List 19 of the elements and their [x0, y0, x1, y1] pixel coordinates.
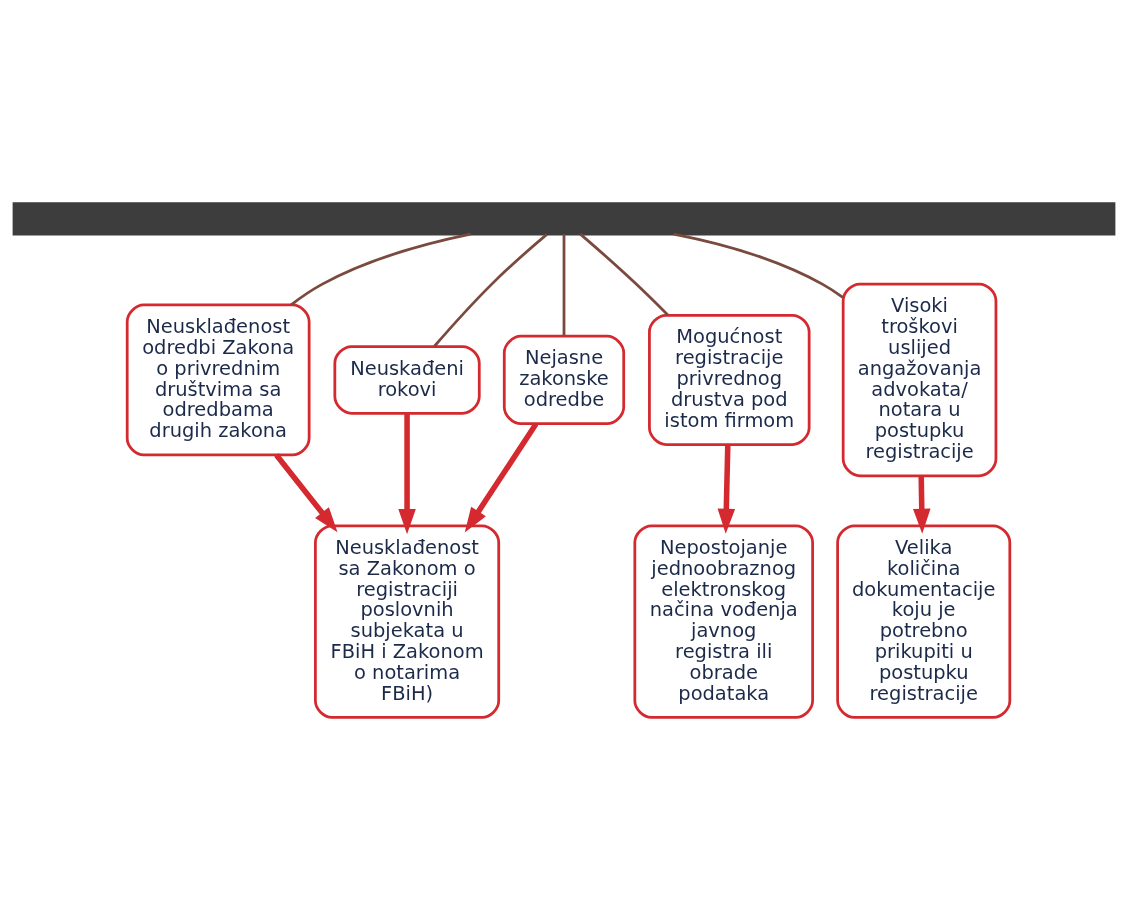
connector — [433, 233, 548, 348]
connector — [562, 234, 566, 336]
node-box: Neusklađenost odredbi Zakona o privrednim društvima sa odredbama drugih zakona — [125, 303, 311, 457]
node-box: Neuskađeni rokovi — [333, 345, 481, 415]
node-box: Nepostojanje jednoobraznog elektronskog načina vođenja javnog registra ili obrade podataka — [633, 524, 814, 719]
node-box: Neusklađenost sa Zakonom o registraciji poslovnih subjekata u FBiH i Zakonom o notarima FBiH) — [314, 524, 501, 719]
connector — [579, 233, 669, 316]
node-box: Nejasne zakonske odredbe — [502, 334, 626, 426]
node-box: Visoki troškovi uslijed angažovanja advokata/ notara u postupku registracije — [841, 282, 998, 478]
arrow — [464, 422, 539, 533]
node-bar — [12, 202, 1116, 236]
connector — [290, 232, 471, 306]
node-box: Velika količina dokumentacije koju je potrebno prikupiti u postupku registracije — [836, 524, 1012, 719]
connector — [673, 232, 844, 299]
arrow — [913, 476, 931, 534]
arrow — [398, 413, 416, 535]
arrow — [274, 453, 338, 533]
arrow — [717, 444, 736, 534]
node-box: Mogućnost registracije privrednog drustva pod istom firmom — [648, 313, 811, 446]
